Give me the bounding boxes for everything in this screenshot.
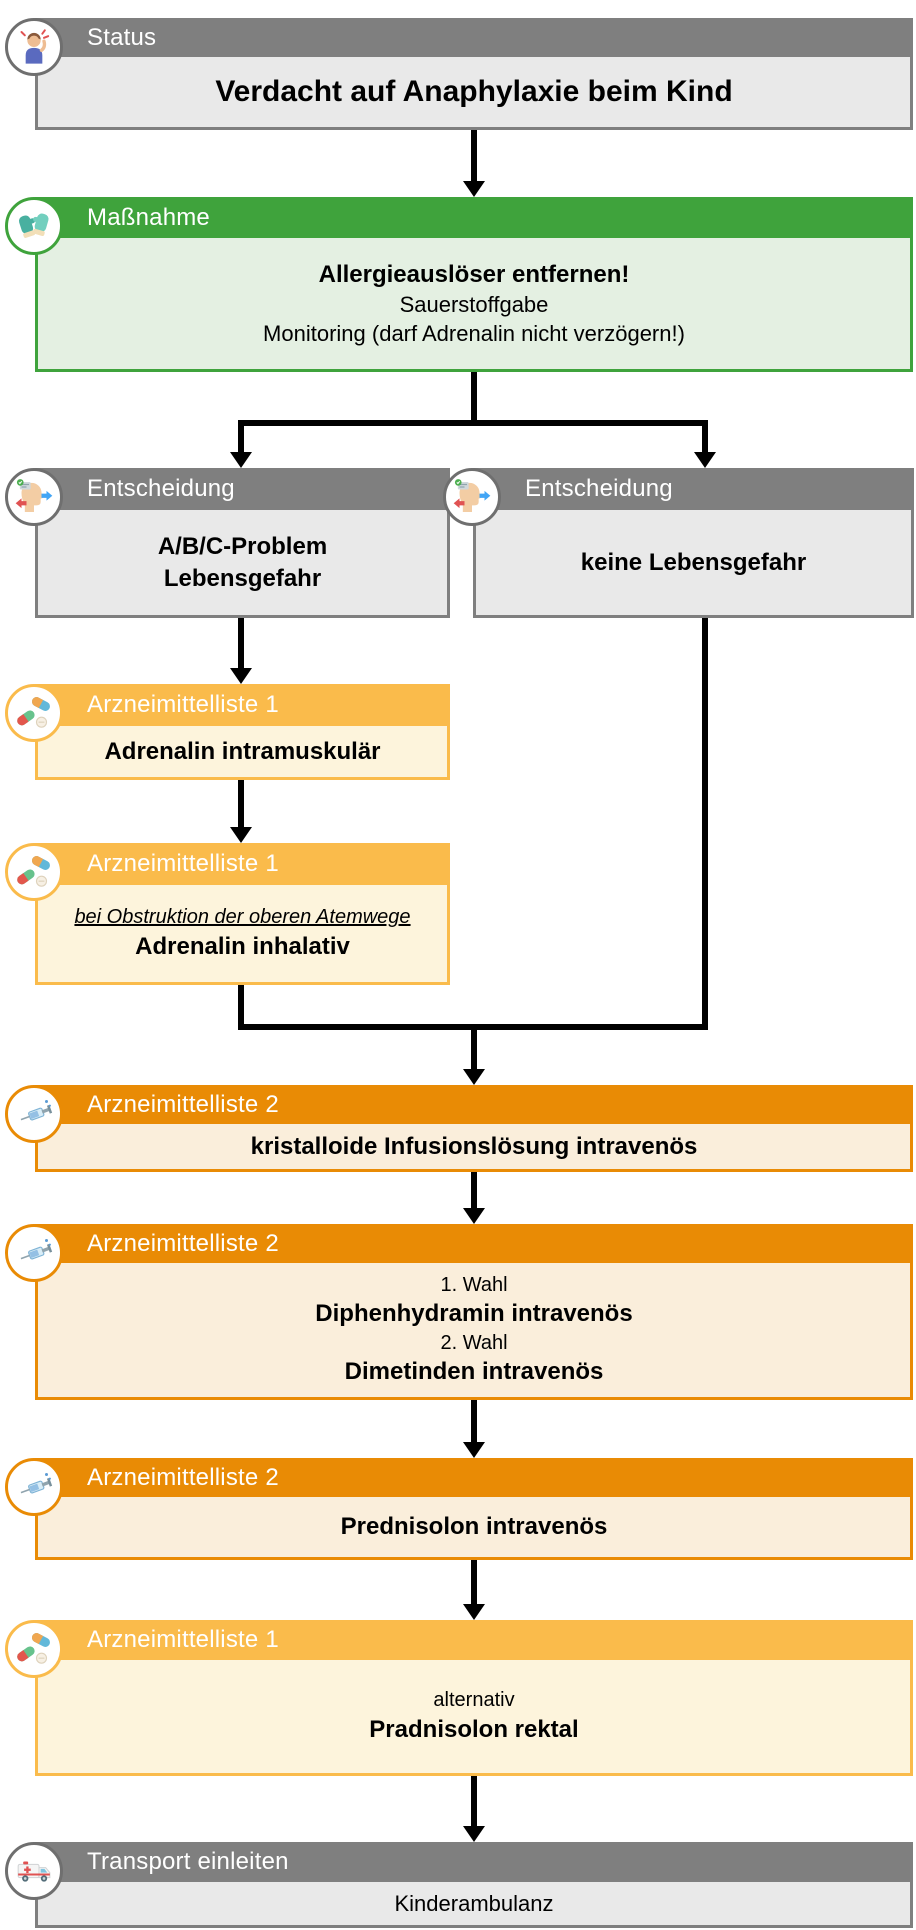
- entscheidung-rechts-line: keine Lebensgefahr: [580, 548, 807, 576]
- pills-icon: [5, 684, 63, 742]
- arzneimittelliste1-adrenalin-im-box: Arzneimittelliste 1 Adrenalin intramusku…: [5, 684, 450, 780]
- entscheidung-rechts-box: Entscheidung keine Lebensgefahr: [443, 468, 914, 618]
- arrowhead: [694, 452, 716, 468]
- connector-status-massnahme: [471, 130, 477, 183]
- entscheidung-links-line: A/B/C-Problem: [157, 532, 328, 560]
- patient-headache-icon: [5, 18, 63, 76]
- connector-aml2b-aml2c: [471, 1400, 477, 1444]
- aml2-infusion-line: kristalloide Infusionslösung intravenös: [250, 1132, 698, 1160]
- massnahme-line: Allergieauslöser entfernen!: [318, 260, 630, 288]
- arrowhead: [463, 1826, 485, 1842]
- massnahme-header-label: Maßnahme: [87, 203, 210, 231]
- gloves-icon: [5, 197, 63, 255]
- connector-aml1-aml1: [238, 780, 244, 827]
- transport-line: Kinderambulanz: [394, 1890, 554, 1916]
- arzneimittelliste2-prednisolon-box: Arzneimittelliste 2 Prednisolon intraven…: [5, 1458, 913, 1560]
- massnahme-box: Maßnahme Allergieauslöser entfernen! Sau…: [5, 197, 913, 372]
- entscheidung-links-header-label: Entscheidung: [87, 475, 235, 502]
- aml1-prednisolon-line: Pradnisolon rektal: [369, 1715, 579, 1743]
- connector-split-right: [702, 420, 708, 454]
- arzneimittelliste2-infusion-box: Arzneimittelliste 2 kristalloide Infusio…: [5, 1085, 913, 1172]
- arrowhead: [230, 668, 252, 684]
- connector-aml2c-aml1c: [471, 1560, 477, 1606]
- decision-icon: [443, 468, 501, 526]
- transport-box: Transport einleiten Kinderambulanz: [5, 1842, 913, 1928]
- aml2-infusion-header-label: Arzneimittelliste 2: [87, 1090, 279, 1118]
- syringe-icon: [5, 1458, 63, 1516]
- status-header-label: Status: [87, 23, 157, 51]
- arrowhead: [463, 1069, 485, 1085]
- connector-left-merge: [238, 985, 244, 1030]
- aml2-antihistaminika-wahl2-label: 2. Wahl: [440, 1332, 508, 1354]
- transport-header-label: Transport einleiten: [87, 1848, 289, 1875]
- arrowhead: [463, 1604, 485, 1620]
- connector-aml2a-aml2b: [471, 1172, 477, 1210]
- aml1-adrenalin-inhalativ-header-label: Arzneimittelliste 1: [87, 850, 279, 877]
- aml2-antihistaminika-wahl1-drug: Diphenhydramin intravenös: [315, 1300, 633, 1328]
- decision-icon: [5, 468, 63, 526]
- arrowhead: [463, 181, 485, 197]
- connector-right-merge: [702, 615, 708, 1030]
- connector-massnahme-split: [471, 372, 477, 426]
- arrowhead: [230, 827, 252, 843]
- syringe-icon: [5, 1085, 63, 1143]
- aml2-prednisolon-line: Prednisolon intravenös: [340, 1513, 608, 1541]
- connector-entscheidung-aml1: [238, 618, 244, 668]
- arzneimittelliste1-prednisolon-box: Arzneimittelliste 1 alternativ Pradnisol…: [5, 1620, 913, 1776]
- status-box: Status Verdacht auf Anaphylaxie beim Kin…: [5, 18, 913, 130]
- status-text: Verdacht auf Anaphylaxie beim Kind: [215, 75, 733, 109]
- entscheidung-links-box: Entscheidung A/B/C-Problem Lebensgefahr: [5, 468, 450, 618]
- arrowhead: [463, 1442, 485, 1458]
- massnahme-line: Sauerstoffgabe: [399, 292, 549, 318]
- aml1-adrenalin-im-header-label: Arzneimittelliste 1: [87, 691, 279, 718]
- arzneimittelliste1-adrenalin-inhalativ-box: Arzneimittelliste 1 bei Obstruktion der …: [5, 843, 450, 985]
- connector-merge-aml2: [471, 1024, 477, 1069]
- arrowhead: [463, 1208, 485, 1224]
- arrowhead: [230, 452, 252, 468]
- connector-aml1c-transport: [471, 1776, 477, 1828]
- entscheidung-rechts-header-label: Entscheidung: [525, 475, 673, 502]
- ambulance-icon: [5, 1842, 63, 1900]
- arzneimittelliste2-antihistaminika-box: Arzneimittelliste 2 1. Wahl Diphenhydram…: [5, 1224, 913, 1400]
- pills-icon: [5, 1620, 63, 1678]
- aml1-adrenalin-im-line: Adrenalin intramuskulär: [104, 737, 381, 765]
- aml1-prednisolon-header-label: Arzneimittelliste 1: [87, 1626, 279, 1653]
- aml1-adrenalin-inhalativ-condition: bei Obstruktion der oberen Atemwege: [74, 906, 411, 929]
- aml2-antihistaminika-header-label: Arzneimittelliste 2: [87, 1229, 279, 1257]
- massnahme-line: Monitoring (darf Adrenalin nicht verzöge…: [263, 321, 685, 347]
- aml2-antihistaminika-wahl2-drug: Dimetinden intravenös: [344, 1358, 604, 1386]
- aml2-antihistaminika-wahl1-label: 1. Wahl: [440, 1273, 508, 1296]
- entscheidung-links-line: Lebensgefahr: [163, 564, 322, 592]
- connector-split-left: [238, 420, 244, 454]
- aml1-adrenalin-inhalativ-line: Adrenalin inhalativ: [135, 932, 350, 960]
- split-line: [238, 420, 708, 426]
- aml1-prednisolon-alternativ-label: alternativ: [433, 1689, 515, 1712]
- pills-icon: [5, 843, 63, 901]
- aml2-prednisolon-header-label: Arzneimittelliste 2: [87, 1463, 279, 1491]
- syringe-icon: [5, 1224, 63, 1282]
